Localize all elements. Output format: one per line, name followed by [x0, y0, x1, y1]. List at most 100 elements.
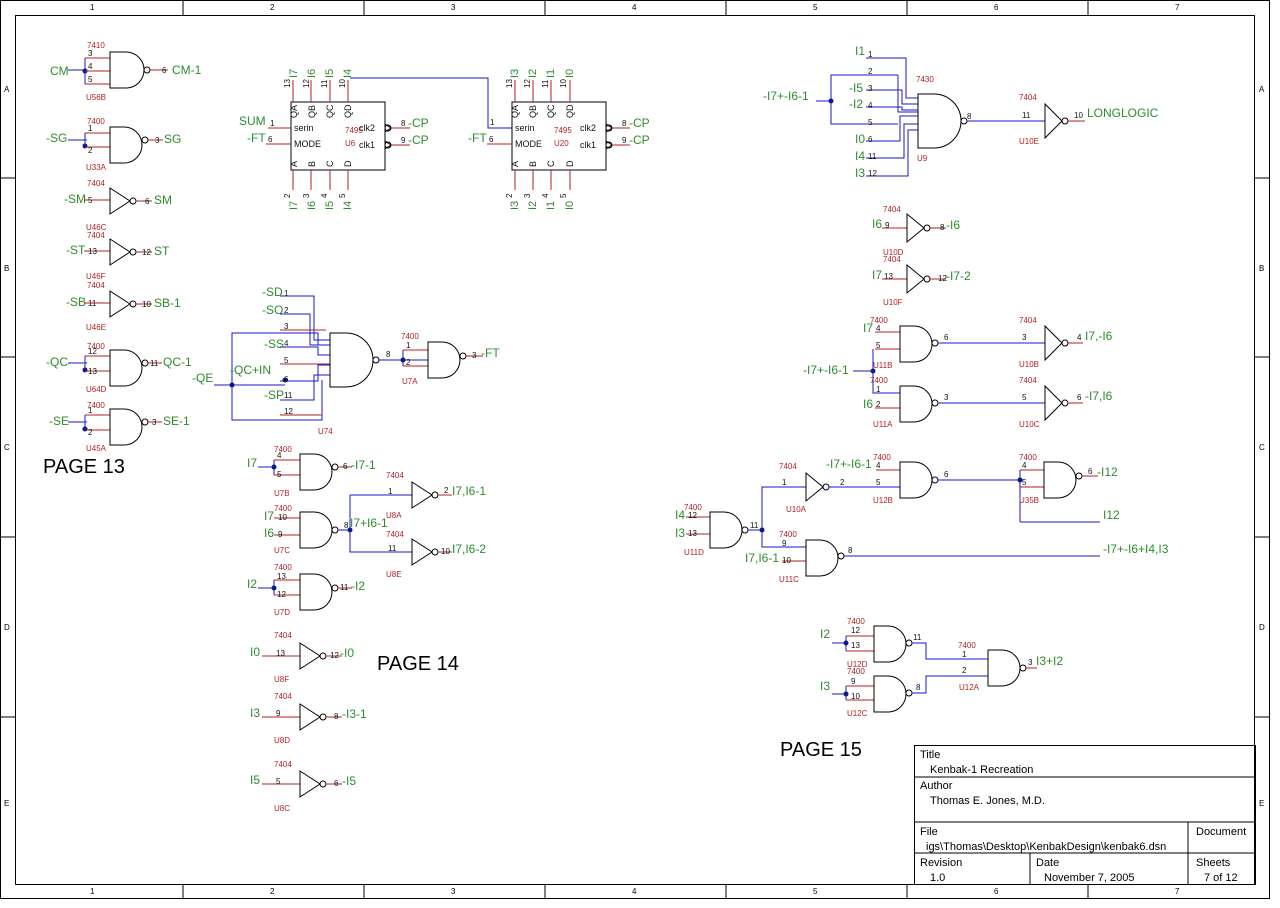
zone-col-7: 7 — [1175, 3, 1180, 12]
pin-number: 10 — [441, 547, 450, 556]
pin-number: 3 — [1022, 333, 1027, 342]
pin-number: 6 — [944, 333, 949, 342]
pin-number: 2 — [876, 400, 881, 409]
pin-number: 12 — [277, 590, 286, 599]
inverter-u10f: 7404 I7 13 12 -I7-2 U10F — [872, 255, 971, 307]
pin-number: 8 — [848, 546, 853, 555]
inverter-u10b: 7404 3 4 I7,-I6 U10B — [1019, 316, 1113, 369]
zone-col-5: 5 — [813, 3, 818, 12]
zone-col-4: 4 — [632, 3, 637, 12]
pin-number: 5 — [1022, 393, 1027, 402]
pin-number: 2 — [868, 67, 873, 76]
pin-number: 8 — [940, 223, 945, 232]
pin-number: 3 — [944, 393, 949, 402]
pin-number: 12 — [302, 79, 311, 88]
pin-number: 5 — [276, 777, 281, 786]
pin-name: A — [510, 161, 520, 167]
part-type: 7404 — [779, 462, 797, 471]
net-label-i7-i6-1-out: I7,I6-1 — [452, 484, 486, 498]
pin-number: 9 — [278, 530, 283, 539]
author-label: Author — [920, 780, 953, 792]
zone-row-e-right: E — [1259, 799, 1264, 808]
pin-name: QB — [528, 105, 538, 118]
pin-name: B — [528, 161, 538, 167]
part-ref: U10D — [883, 248, 904, 257]
nand-gate-u45a: 7400 -SE 1 2 3 SE-1 U45A — [49, 401, 190, 453]
pin-name: clk1 — [580, 140, 596, 150]
net-label-i0: I0 — [250, 645, 260, 659]
file-value: igs\Thomas\Desktop\KenbakDesign\kenbak6.… — [926, 841, 1166, 853]
part-ref: U7B — [274, 489, 290, 498]
part-type: 7404 — [386, 530, 404, 539]
nand-gate-u64d: 7400 -QC 12 13 11 QC-1 U64D — [46, 342, 192, 394]
nand-gate-u11d: 7400 I4 I3 12 13 11 U11D — [675, 486, 806, 557]
date-label: Date — [1036, 857, 1059, 869]
pin-number: 13 — [688, 529, 697, 538]
pin-number: 4 — [876, 461, 881, 470]
pin-number: 3 — [1028, 658, 1033, 667]
net-label-sg-in: -SG — [46, 131, 67, 145]
pin-number: 13 — [884, 272, 893, 281]
net-label-i7-i6: I7,-I6 — [1085, 329, 1113, 343]
pin-number: 4 — [1022, 461, 1027, 470]
nand-gate-u12d: 7400 I2 12 13 11 U12D — [820, 617, 988, 669]
part-ref: U64D — [86, 385, 107, 394]
pin-name: D — [565, 160, 575, 167]
pin-number: 9 — [851, 677, 856, 686]
part-type: 7400 — [401, 332, 419, 341]
pin-number: 1 — [88, 124, 93, 133]
pin-number: 5 — [1022, 478, 1027, 487]
pin-number: 10 — [278, 513, 287, 522]
part-ref: U12B — [873, 496, 893, 505]
net-label-i7-2: -I7-2 — [946, 269, 971, 283]
part-ref: U35B — [1019, 496, 1039, 505]
pin-number: 4 — [1077, 333, 1082, 342]
pin-number: 6 — [1088, 467, 1093, 476]
net-label: I4 — [342, 69, 354, 78]
net-label-i7-i6-1: I7+I6-1 — [350, 516, 388, 530]
pin-number: 6 — [868, 135, 873, 144]
part-type: 7400 — [87, 401, 105, 410]
net-label: I2 — [527, 201, 539, 210]
net-label-i6: I6 — [863, 397, 873, 411]
inverter-u46f: 7404 -ST 13 12 ST U46F — [66, 231, 170, 281]
part-ref: U8A — [386, 511, 402, 520]
pin-number: 10 — [142, 300, 151, 309]
net-label-i0-out: -I0 — [340, 646, 354, 660]
part-ref: U10E — [1019, 137, 1039, 146]
pin-number: 3 — [152, 418, 157, 427]
nand-gate-u11c: 7400 9 I7,I6-1 10 8 -I7+-I6+I4,I3 U11C — [745, 530, 1169, 584]
part-type: 7404 — [274, 760, 292, 769]
pin-name: QC — [325, 104, 335, 118]
zone-row-d: D — [4, 623, 10, 632]
net-label-sg: SG — [164, 132, 181, 146]
net-label-cp: -CP — [629, 133, 650, 147]
net-label-i3-i2: I3+I2 — [1036, 654, 1063, 668]
net-label-i2-out: -I2 — [351, 579, 365, 593]
net-label-i12-out: -I12 — [1097, 465, 1118, 479]
part-type: 7404 — [1019, 376, 1037, 385]
pin-number: 2 — [840, 478, 845, 487]
pin-number: 8 — [622, 119, 627, 128]
net-label-bus: -I7+-I6-1 — [826, 457, 872, 471]
net-label-i3: I3 — [855, 166, 865, 180]
net-label-i6: I6 — [872, 217, 882, 231]
zone-col-6-bottom: 6 — [994, 887, 999, 896]
pin-number: 3 — [523, 193, 532, 198]
net-label-ss: -SS — [264, 337, 284, 351]
zone-row-a: A — [4, 85, 10, 94]
part-type: 7400 — [870, 376, 888, 385]
net-label-cp: -CP — [408, 133, 429, 147]
net-label: I5 — [324, 69, 336, 78]
pin-number: 1 — [876, 385, 881, 394]
net-label-i7-i6-2: I7,I6-2 — [452, 542, 486, 556]
inverter-u10e: 7404 11 10 LONGLOGIC U10E — [1019, 93, 1159, 146]
pin-name: C — [546, 160, 556, 167]
zone-row-d-right: D — [1259, 623, 1265, 632]
inverter-u8e: 7404 11 10 I7,I6-2 U8E — [386, 530, 486, 579]
author-value: Thomas E. Jones, M.D. — [930, 795, 1045, 807]
zone-col-4-bottom: 4 — [632, 887, 637, 896]
part-ref: U8E — [386, 570, 402, 579]
net-label: I2 — [527, 69, 539, 78]
pin-number: 11 — [913, 633, 922, 642]
